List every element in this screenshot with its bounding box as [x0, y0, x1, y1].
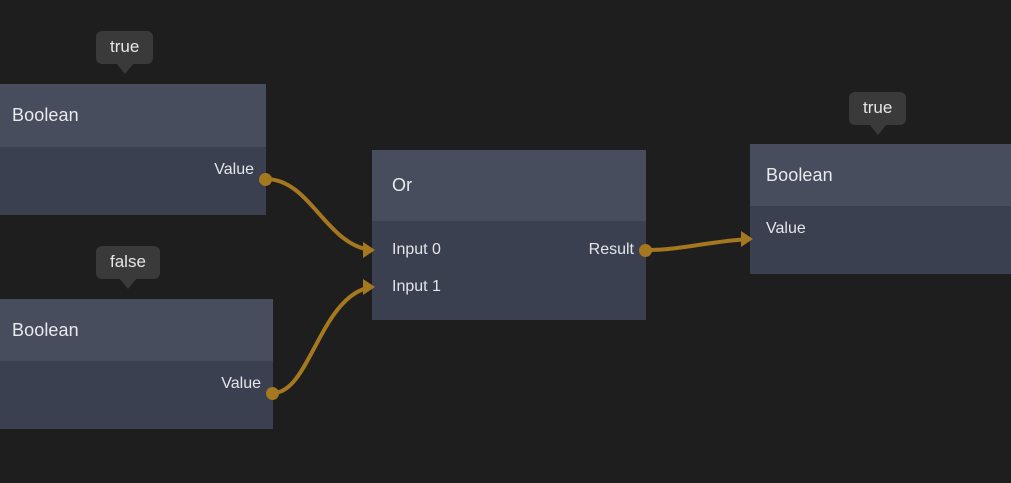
node-title: Or	[392, 175, 413, 195]
input-port-label: Value	[766, 220, 806, 237]
input-port-arrow-value[interactable]	[741, 231, 753, 247]
node-body: Input 0 Input 1 Result	[372, 221, 646, 320]
input-port-arrow-input1[interactable]	[363, 279, 375, 295]
wire-false-to-input1	[271, 285, 373, 395]
node-header[interactable]: Boolean	[0, 299, 273, 361]
wire-true-to-input0	[264, 177, 373, 252]
output-port-row[interactable]: Value	[221, 373, 261, 395]
output-port-label: Result	[588, 241, 634, 258]
node-or[interactable]: Or Input 0 Input 1 Result	[372, 150, 646, 320]
output-port-dot-true[interactable]	[259, 173, 272, 186]
input-port-label: Input 0	[392, 241, 441, 258]
input-port-row-0[interactable]: Input 0	[392, 239, 441, 261]
input-port-arrow-input0[interactable]	[363, 242, 375, 258]
node-boolean-result-output[interactable]: Boolean Value	[750, 144, 1011, 274]
wire-result-to-value	[645, 237, 752, 252]
node-header[interactable]: Or	[372, 150, 646, 221]
tooltip-boolean-true: true	[96, 31, 154, 73]
output-port-dot-false[interactable]	[266, 387, 279, 400]
node-header[interactable]: Boolean	[750, 144, 1011, 206]
node-boolean-true-input[interactable]: Boolean Value	[0, 84, 266, 215]
output-port-row[interactable]: Result	[589, 239, 634, 261]
tooltip-boolean-false: false	[96, 246, 160, 288]
node-body: Value	[0, 147, 266, 215]
node-body: Value	[0, 361, 273, 429]
tooltip-boolean-result: true	[849, 92, 907, 134]
output-port-label: Value	[214, 161, 254, 178]
node-header[interactable]: Boolean	[0, 84, 266, 147]
output-port-label: Value	[221, 375, 261, 392]
input-port-label: Input 1	[392, 278, 441, 295]
node-body: Value	[750, 206, 1011, 274]
input-port-row-1[interactable]: Input 1	[392, 276, 441, 298]
output-port-row[interactable]: Value	[214, 159, 254, 181]
input-port-row[interactable]: Value	[766, 218, 806, 240]
output-port-dot-result[interactable]	[639, 244, 652, 257]
node-title: Boolean	[12, 319, 79, 340]
node-boolean-false-input[interactable]: Boolean Value	[0, 299, 273, 429]
node-title: Boolean	[766, 164, 833, 185]
node-title: Boolean	[12, 105, 79, 125]
